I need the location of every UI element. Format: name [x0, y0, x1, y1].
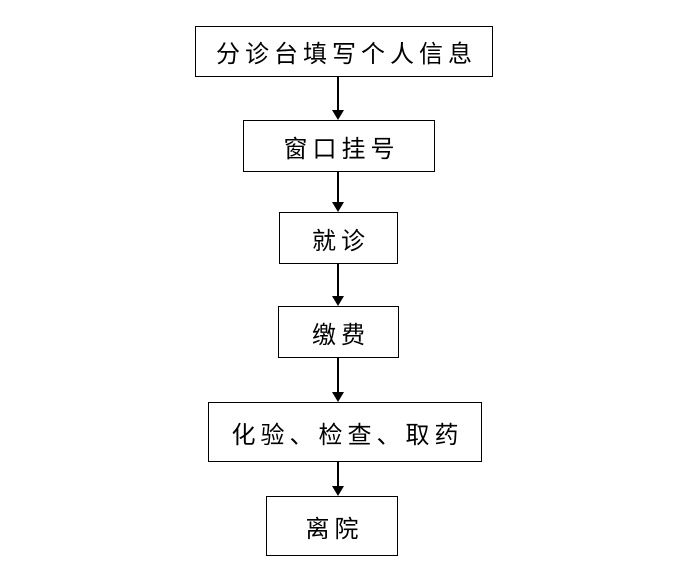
down-arrow-connector — [332, 264, 344, 306]
arrow-head-icon — [332, 110, 344, 120]
flow-step-label: 离院 — [305, 516, 364, 543]
flow-step-triage-form: 分诊台填写个人信息 — [195, 26, 493, 77]
down-arrow-connector — [332, 77, 344, 120]
flow-step-consultation: 就诊 — [279, 212, 398, 264]
arrow-shaft — [337, 77, 339, 111]
flow-step-label: 化验、检查、取药 — [231, 422, 464, 449]
arrow-shaft — [337, 462, 339, 487]
arrow-head-icon — [332, 202, 344, 212]
down-arrow-connector — [332, 358, 344, 402]
flow-step-label: 就诊 — [312, 228, 370, 255]
flow-step-tests-pickup: 化验、检查、取药 — [208, 402, 482, 462]
flow-step-payment: 缴费 — [278, 306, 399, 358]
flow-step-registration: 窗口挂号 — [243, 120, 435, 172]
flow-step-label: 缴费 — [312, 322, 370, 349]
arrow-head-icon — [332, 392, 344, 402]
arrow-shaft — [337, 358, 339, 393]
flow-step-label: 窗口挂号 — [283, 136, 400, 163]
down-arrow-connector — [332, 462, 344, 496]
arrow-shaft — [337, 264, 339, 297]
arrow-shaft — [337, 172, 339, 203]
flow-step-discharge: 离院 — [266, 496, 398, 556]
down-arrow-connector — [332, 172, 344, 212]
arrow-head-icon — [332, 296, 344, 306]
flow-step-label: 分诊台填写个人信息 — [216, 42, 477, 68]
arrow-head-icon — [332, 486, 344, 496]
